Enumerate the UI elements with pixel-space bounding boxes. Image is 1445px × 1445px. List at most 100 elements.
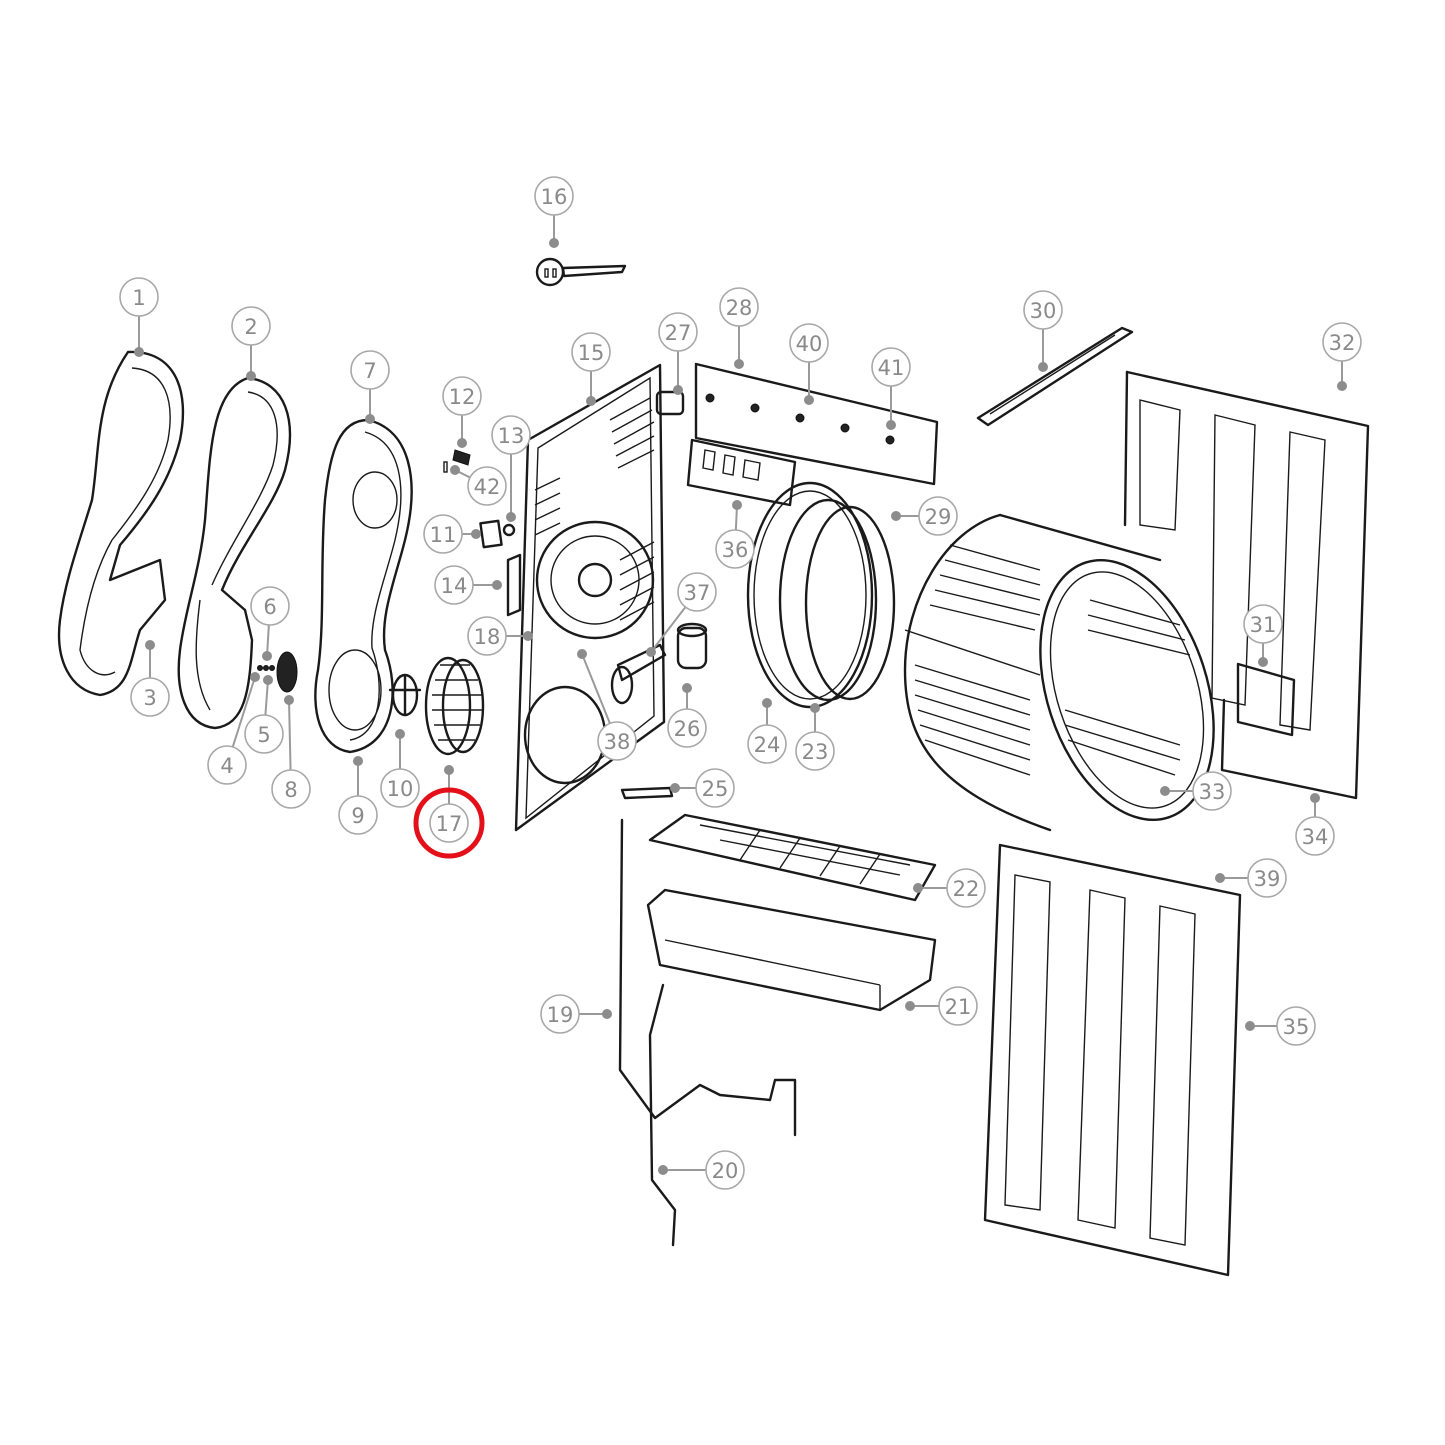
callout-bubble[interactable]: [658, 312, 698, 352]
callout-bubble[interactable]: [705, 1150, 745, 1190]
callout-bubble[interactable]: [938, 986, 978, 1026]
anchor-dot: [263, 675, 273, 685]
callout-9[interactable]: 9: [338, 756, 378, 835]
callout-label: 2: [244, 315, 257, 339]
callout-33[interactable]: 33: [1160, 771, 1232, 811]
callout-bubble[interactable]: [250, 586, 290, 626]
filter-housing-21-part: [646, 888, 937, 1012]
callout-6[interactable]: 6: [250, 586, 290, 661]
callout-bubble[interactable]: [130, 677, 170, 717]
anchor-dot: [450, 465, 460, 475]
callout-label: 37: [684, 581, 711, 605]
callout-40[interactable]: 40: [789, 323, 829, 405]
callout-4[interactable]: 4: [207, 672, 260, 785]
callout-12[interactable]: 12: [442, 376, 482, 448]
callout-17[interactable]: 17: [429, 765, 469, 843]
callout-14[interactable]: 14: [434, 565, 502, 605]
callout-bubble[interactable]: [571, 332, 611, 372]
callout-18[interactable]: 18: [467, 616, 533, 656]
callout-34[interactable]: 34: [1295, 793, 1335, 856]
callout-21[interactable]: 21: [905, 986, 978, 1026]
callout-bubble[interactable]: [491, 415, 531, 455]
callout-bubble[interactable]: [747, 724, 787, 764]
callout-bubble[interactable]: [1192, 771, 1232, 811]
callout-bubble[interactable]: [871, 347, 911, 387]
callout-bubble[interactable]: [667, 708, 707, 748]
callout-bubble[interactable]: [795, 731, 835, 771]
callout-bubble[interactable]: [534, 176, 574, 216]
top-rail-30-part: [976, 326, 1134, 427]
callout-bubble[interactable]: [918, 496, 958, 536]
callout-38[interactable]: 38: [577, 649, 637, 761]
callout-37[interactable]: 37: [646, 572, 717, 657]
callout-bubble[interactable]: [1295, 816, 1335, 856]
anchor-dot: [682, 683, 692, 693]
callout-29[interactable]: 29: [891, 496, 958, 536]
callout-bubble[interactable]: [946, 868, 986, 908]
callout-10[interactable]: 10: [380, 729, 420, 808]
callout-bubble[interactable]: [119, 277, 159, 317]
callout-20[interactable]: 20: [658, 1150, 745, 1190]
callout-30[interactable]: 30: [1023, 290, 1063, 372]
callout-31[interactable]: 31: [1243, 604, 1283, 667]
anchor-dot: [891, 511, 901, 521]
callout-bubble[interactable]: [719, 287, 759, 327]
callout-26[interactable]: 26: [667, 683, 707, 748]
callout-bubble[interactable]: [1243, 604, 1283, 644]
callout-label: 29: [925, 505, 952, 529]
callout-bubble[interactable]: [207, 745, 247, 785]
callout-23[interactable]: 23: [795, 703, 835, 771]
callout-22[interactable]: 22: [913, 868, 986, 908]
callout-3[interactable]: 3: [130, 640, 170, 717]
callout-bubble[interactable]: [338, 795, 378, 835]
callout-bubble[interactable]: [1023, 290, 1063, 330]
callout-11[interactable]: 11: [423, 514, 481, 554]
callout-16[interactable]: 16: [534, 176, 574, 248]
callout-bubble[interactable]: [540, 994, 580, 1034]
callout-13[interactable]: 13: [491, 415, 531, 522]
callout-19[interactable]: 19: [540, 994, 612, 1034]
callout-1[interactable]: 1: [119, 277, 159, 357]
anchor-dot: [395, 729, 405, 739]
callout-bubble[interactable]: [467, 616, 507, 656]
callout-bubble[interactable]: [442, 376, 482, 416]
callout-bubble[interactable]: [350, 350, 390, 390]
callout-42[interactable]: 42: [450, 465, 507, 506]
callout-bubble[interactable]: [231, 306, 271, 346]
callout-32[interactable]: 32: [1322, 322, 1362, 391]
callout-bubble[interactable]: [244, 714, 284, 754]
control-board-36-part: [686, 438, 797, 507]
callout-41[interactable]: 41: [871, 347, 911, 430]
callout-bubble[interactable]: [429, 803, 469, 843]
callout-7[interactable]: 7: [350, 350, 390, 424]
callout-bubble[interactable]: [597, 721, 637, 761]
callout-bubble[interactable]: [789, 323, 829, 363]
callout-bubble[interactable]: [423, 514, 463, 554]
blower-housing-part: [314, 418, 413, 754]
callout-bubble[interactable]: [1276, 1006, 1316, 1046]
anchor-dot: [523, 631, 533, 641]
callout-27[interactable]: 27: [658, 312, 698, 395]
callout-15[interactable]: 15: [571, 332, 611, 406]
callout-bubble[interactable]: [695, 768, 735, 808]
callout-5[interactable]: 5: [244, 675, 284, 754]
leader-line: [231, 676, 256, 748]
callout-bubble[interactable]: [271, 769, 311, 809]
callout-bubble[interactable]: [380, 768, 420, 808]
callout-39[interactable]: 39: [1215, 858, 1287, 898]
callout-25[interactable]: 25: [670, 768, 735, 808]
callout-bubble[interactable]: [467, 466, 507, 506]
callout-2[interactable]: 2: [231, 306, 271, 381]
callout-bubble[interactable]: [434, 565, 474, 605]
callout-bubble[interactable]: [1247, 858, 1287, 898]
anchor-dot: [670, 783, 680, 793]
callout-24[interactable]: 24: [747, 698, 787, 764]
callout-36[interactable]: 36: [715, 500, 755, 569]
callout-bubble[interactable]: [677, 572, 717, 612]
callout-35[interactable]: 35: [1245, 1006, 1316, 1046]
callout-28[interactable]: 28: [719, 287, 759, 369]
callout-bubble[interactable]: [1322, 322, 1362, 362]
callout-bubble[interactable]: [715, 529, 755, 569]
callout-label: 6: [263, 595, 276, 619]
callout-8[interactable]: 8: [271, 695, 311, 809]
